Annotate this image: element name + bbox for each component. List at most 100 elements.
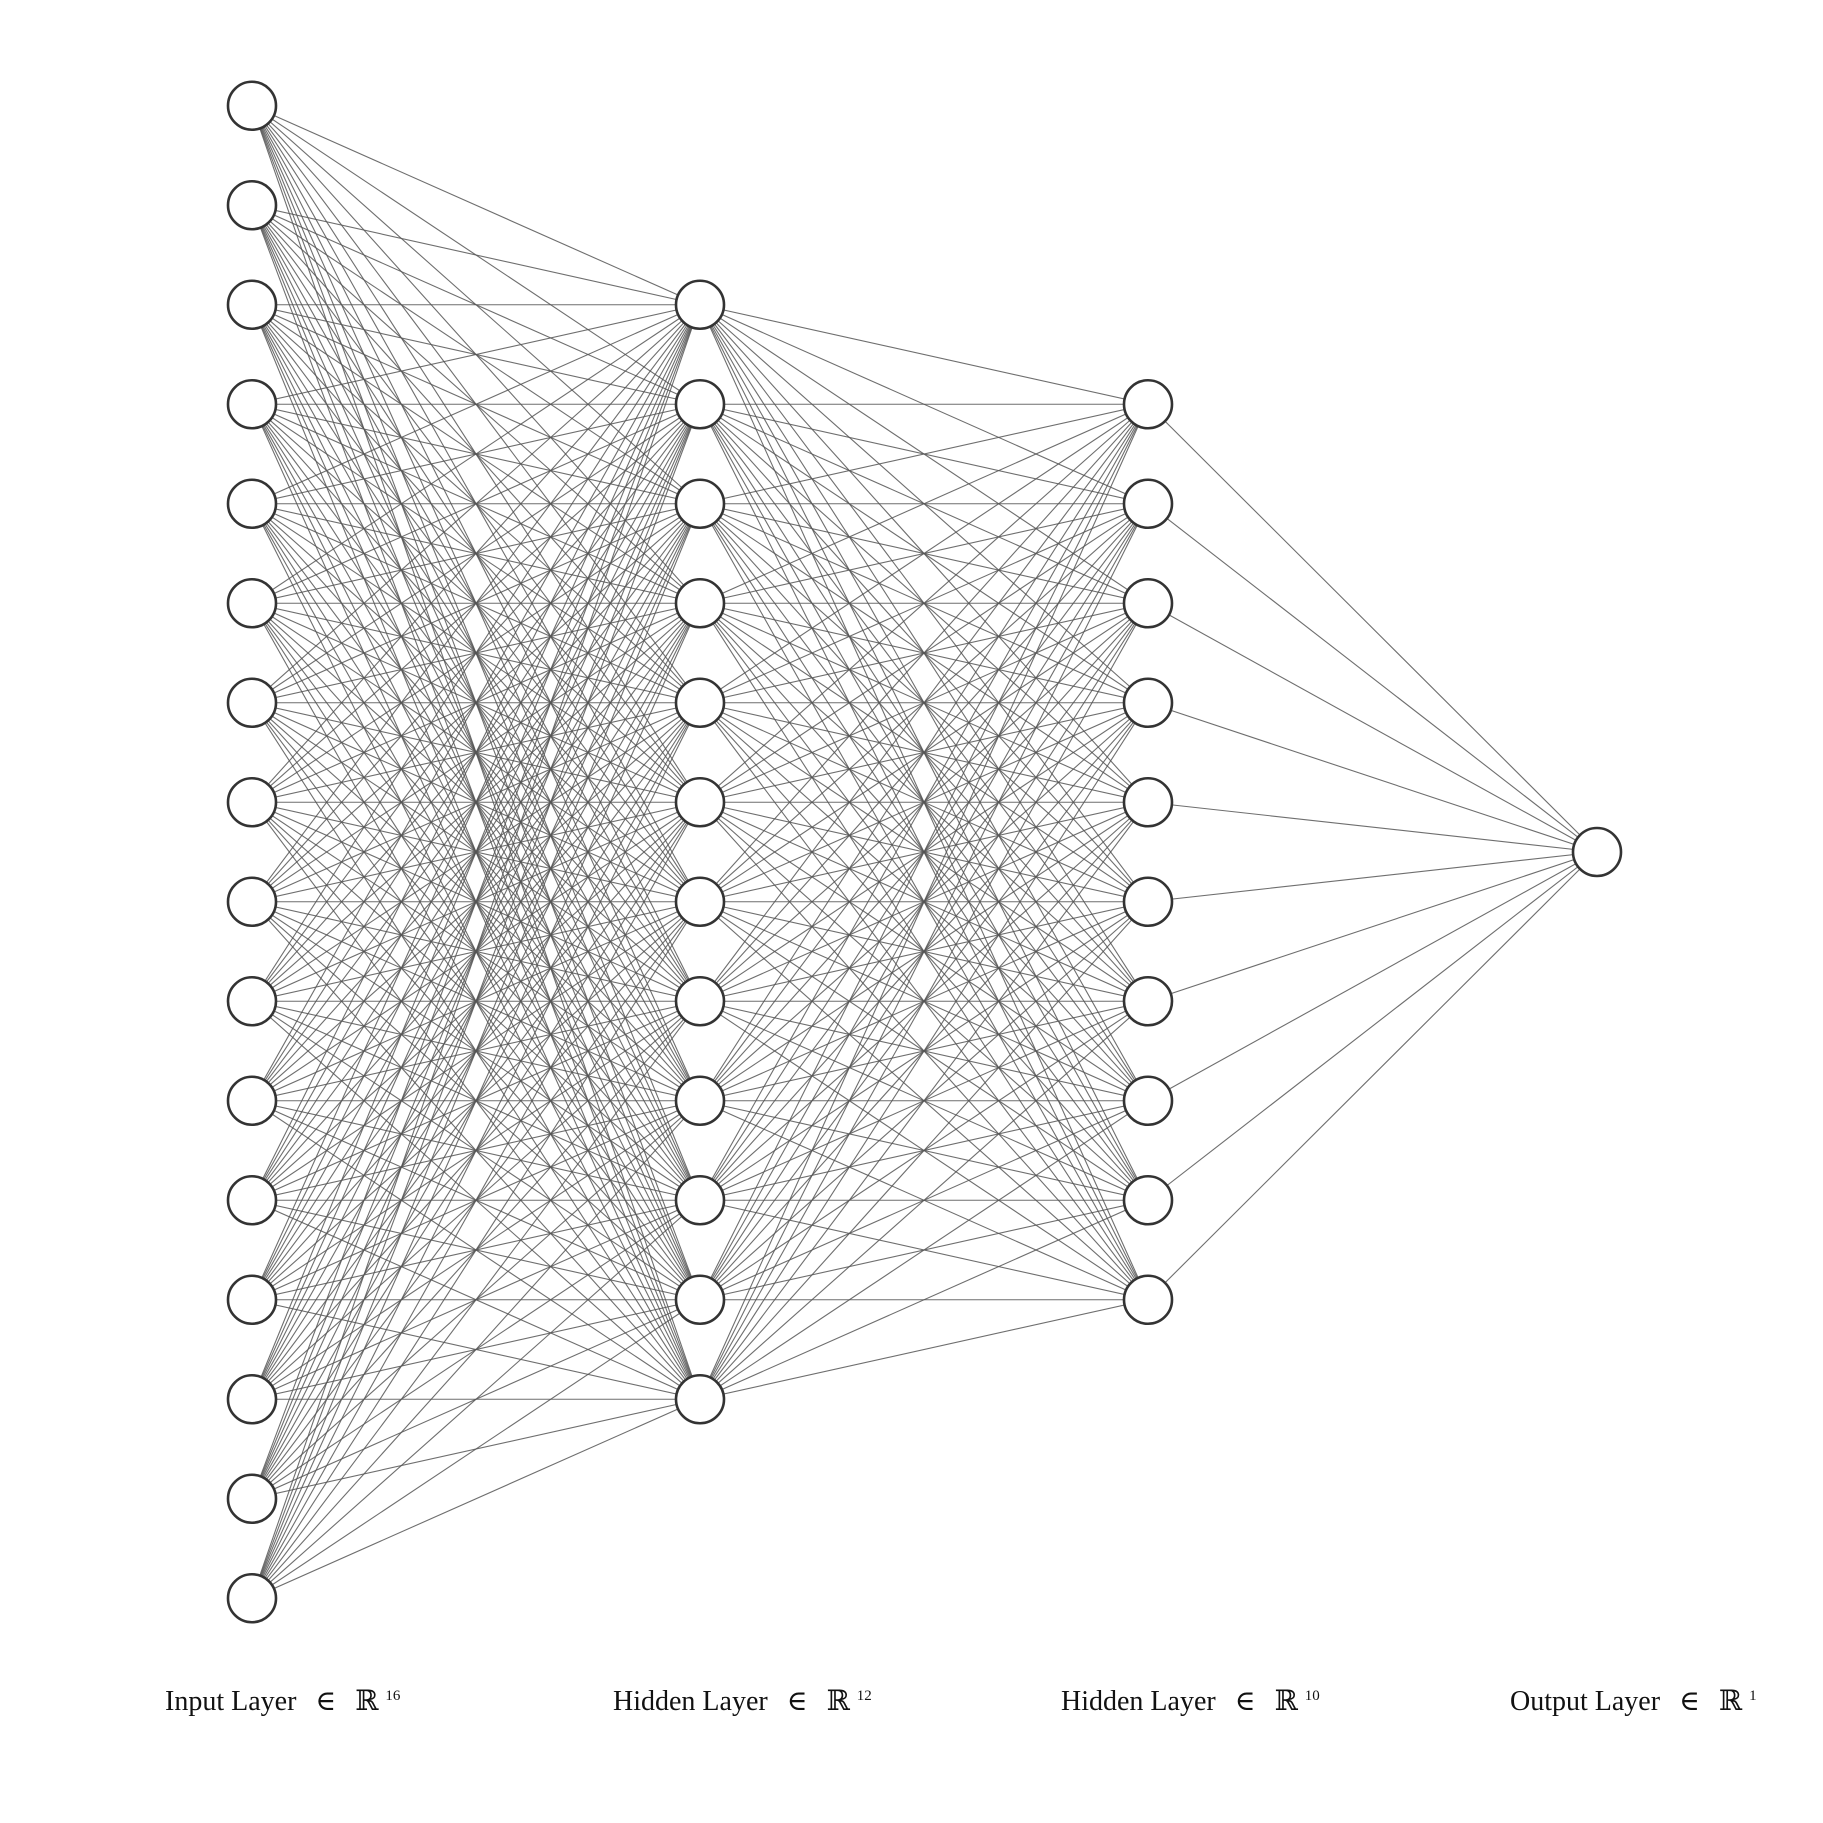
edge-l0n8-l1n0 [251, 304, 701, 903]
edge-l0n4-l1n0 [251, 304, 701, 505]
neuron-layer2-4 [1122, 776, 1174, 828]
neuron-layer1-9 [674, 1174, 726, 1226]
neuron-layer1-11 [674, 1373, 726, 1425]
edge-l0n15-l1n8 [251, 1100, 701, 1599]
neuron-layer0-9 [226, 975, 278, 1027]
edge-l1n6-l2n0 [699, 403, 1149, 903]
neuron-layer2-1 [1122, 478, 1174, 530]
neuron-layer2-7 [1122, 1075, 1174, 1127]
edge-l1n11-l2n1 [699, 503, 1149, 1400]
neuron-layer1-6 [674, 876, 726, 928]
edge-l0n3-l1n0 [251, 304, 701, 405]
edge-l0n0-l1n0 [251, 105, 701, 306]
neuron-layer0-0 [226, 80, 278, 132]
neuron-layer1-2 [674, 478, 726, 530]
edge-l1n11-l2n4 [699, 801, 1149, 1400]
edge-l0n9-l1n0 [251, 304, 701, 1002]
edge-l1n10-l2n0 [699, 404, 1149, 1300]
layer-labels: Input Layer ∈ ℝ 16 Hidden Layer ∈ ℝ 12 H… [165, 1686, 1757, 1717]
neuron-layer0-3 [226, 378, 278, 430]
edge-l1n2-l2n0 [699, 403, 1149, 505]
edge-l0n6-l1n0 [251, 304, 701, 704]
neuron-layer2-6 [1122, 975, 1174, 1027]
edge-l1n11-l2n2 [699, 602, 1149, 1400]
neuron-layer2-3 [1122, 677, 1174, 729]
neuron-layer0-14 [226, 1473, 278, 1525]
layer-label-input: Input Layer ∈ ℝ 16 [165, 1686, 401, 1717]
neuron-layer0-1 [226, 179, 278, 231]
connections [251, 105, 1598, 1599]
edge-l2n1-l3n0 [1147, 503, 1598, 853]
layer-label-hidden-2: Hidden Layer ∈ ℝ 10 [1061, 1686, 1320, 1717]
edge-l1n11-l2n7 [699, 1100, 1149, 1400]
edge-l2n2-l3n0 [1147, 602, 1598, 853]
edge-l0n15-l1n9 [251, 1199, 701, 1599]
neuron-layer1-8 [674, 1075, 726, 1127]
edge-l0n15-l1n5 [251, 801, 701, 1599]
neurons [226, 80, 1623, 1624]
neuron-layer2-5 [1122, 876, 1174, 928]
edge-l1n0-l2n0 [699, 304, 1149, 405]
neuron-layer1-10 [674, 1274, 726, 1326]
neuron-layer0-5 [226, 577, 278, 629]
edge-l0n15-l1n4 [251, 702, 701, 1599]
edge-l0n12-l1n0 [251, 304, 701, 1300]
edge-l2n7-l3n0 [1147, 851, 1598, 1102]
edge-l1n11-l2n3 [699, 702, 1149, 1400]
edge-l1n11-l2n0 [699, 404, 1149, 1400]
edge-l0n15-l1n3 [251, 603, 701, 1599]
edge-l2n3-l3n0 [1147, 702, 1598, 853]
neuron-layer1-5 [674, 776, 726, 828]
neuron-layer1-7 [674, 975, 726, 1027]
edge-l1n5-l2n0 [699, 403, 1149, 803]
neuron-layer2-8 [1122, 1174, 1174, 1226]
neuron-layer0-2 [226, 279, 278, 331]
edge-l1n8-l2n0 [699, 403, 1149, 1102]
layer-label-output: Output Layer ∈ ℝ 1 [1510, 1686, 1757, 1717]
edge-l0n15-l1n7 [251, 1000, 701, 1599]
edge-l1n4-l2n0 [699, 403, 1149, 704]
edge-l0n15-l1n0 [251, 304, 701, 1599]
edge-l0n13-l1n0 [251, 304, 701, 1400]
neuron-layer1-3 [674, 577, 726, 629]
edge-l2n8-l3n0 [1147, 851, 1598, 1201]
neuron-layer2-0 [1122, 378, 1174, 430]
neuron-layer3-0 [1571, 826, 1623, 878]
neuron-layer1-1 [674, 378, 726, 430]
edge-l0n15-l1n6 [251, 901, 701, 1599]
edge-l1n3-l2n0 [699, 403, 1149, 604]
edge-l2n5-l3n0 [1147, 851, 1598, 903]
edge-l2n4-l3n0 [1147, 801, 1598, 853]
edge-l0n14-l1n0 [251, 304, 701, 1499]
neuron-layer1-0 [674, 279, 726, 331]
neuron-layer0-13 [226, 1373, 278, 1425]
layer-label-hidden-1: Hidden Layer ∈ ℝ 12 [613, 1686, 872, 1717]
edge-l0n15-l1n10 [251, 1299, 701, 1599]
edge-l1n11-l2n5 [699, 901, 1149, 1400]
neuron-layer0-8 [226, 876, 278, 928]
neuron-layer0-7 [226, 776, 278, 828]
edge-l0n1-l1n0 [251, 204, 701, 306]
neuron-layer0-12 [226, 1274, 278, 1326]
neuron-layer0-15 [226, 1572, 278, 1624]
edge-l0n15-l1n2 [251, 503, 701, 1599]
edge-l0n15-l1n11 [251, 1398, 701, 1599]
edge-l1n9-l2n0 [699, 403, 1149, 1201]
neuron-layer0-10 [226, 1075, 278, 1127]
edge-l1n11-l2n9 [699, 1299, 1149, 1400]
neuron-layer2-9 [1122, 1274, 1174, 1326]
edge-l0n11-l1n0 [251, 304, 701, 1201]
neuron-layer0-6 [226, 677, 278, 729]
neuron-layer2-2 [1122, 577, 1174, 629]
edge-l1n11-l2n6 [699, 1000, 1149, 1400]
edge-l1n11-l2n8 [699, 1199, 1149, 1400]
edge-l1n7-l2n0 [699, 403, 1149, 1002]
edge-l0n15-l1n1 [251, 404, 701, 1599]
edge-l2n0-l3n0 [1147, 403, 1598, 853]
edge-l2n6-l3n0 [1147, 851, 1598, 1002]
neuron-layer0-4 [226, 478, 278, 530]
edge-l0n5-l1n0 [251, 304, 701, 604]
edge-l0n7-l1n0 [251, 304, 701, 803]
neuron-layer0-11 [226, 1174, 278, 1226]
